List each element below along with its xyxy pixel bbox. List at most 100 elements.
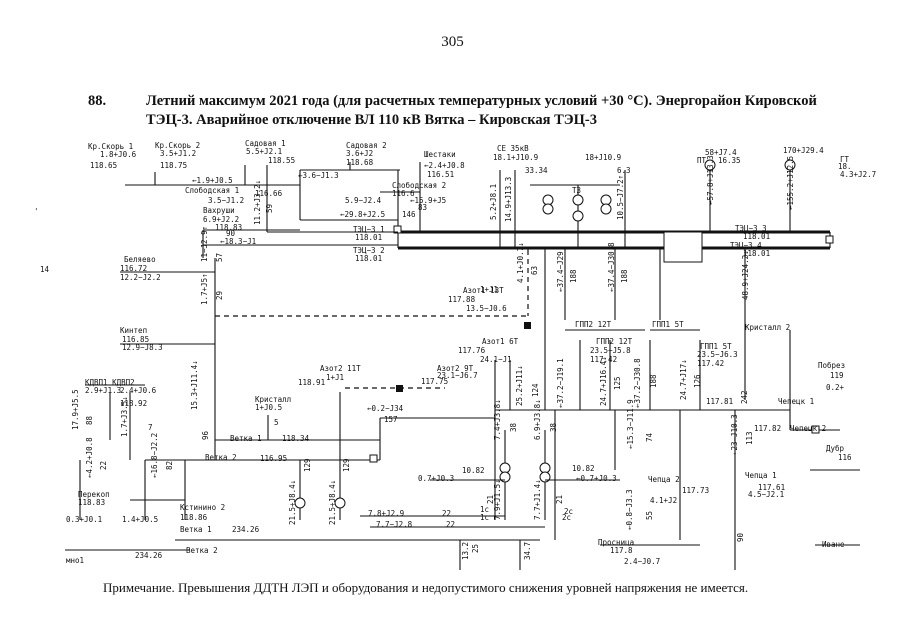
diagram-label-perekop-load: 0.3+J0.1 [66,515,102,524]
diagram-label-pct-38b: 38 [549,422,558,432]
diagram-label-prosnitsa: Просница [598,538,634,547]
diagram-label-vahrushi-load: 6.9+J2.2 [203,215,239,224]
diagram-label-tec3-1-v: 118.01 [355,233,382,242]
diagram-label-kristall2: Кристалл 2 [745,323,790,332]
diagram-label-belyaevo: Беляево [124,255,156,264]
diagram-label-flow-07-03: 0.7+J0.3 [418,474,454,483]
diagram-label-prosnitsa-load: 2.4−J0.7 [624,557,660,566]
diagram-label-pct-113: 113 [745,431,754,445]
diagram-label-pct-22c: 22 [446,520,455,529]
diagram-label-flow-372-191: ←37.2−J19.1 [556,358,565,408]
diagram-label-tec3-2-v: 118.01 [355,254,382,263]
diagram-label-se35-load: 18.1+J10.9 [493,153,538,162]
diagram-label-flow-247-17: 24.7+J17↓ [679,359,688,400]
diagram-label-flow-347: 34.7 [523,542,532,560]
diagram-label-flow-side2: ' [34,207,39,216]
page-number: 305 [441,34,464,50]
diagram-label-tec3-3-v: 118.01 [743,232,770,241]
diagram-label-v-1c: 1c [480,505,489,514]
diagram-label-pobrezh: Побрез [818,361,845,370]
diagram-label-flow-08-33: ←0.8−J3.3 [625,489,634,530]
diagram-label-v-10-82b: 10.82 [572,464,595,473]
diagram-label-slobodskaya1: Слободская 1 [185,186,239,195]
diagram-label-kristall1: Кристалл [255,395,291,404]
diagram-label-azot2-11t-v: 118.91 [298,378,325,387]
diagram-label-azot2-9t-v: 117.75 [421,377,448,386]
diagram-label-kdvp2-load: 2.4+J0.6 [120,386,157,395]
diagram-label-flow-2: ←1.9+J0.5 [192,176,233,185]
diagram-label-cheptsa2-load: 4.1+J2 [650,496,677,505]
diagram-label-gpp1-5t: ГПП1 5Т [652,320,684,329]
diagram-label-slobodskaya2: Слободская 2 [392,181,446,190]
diagram-label-mnol: мно1 [66,556,84,565]
diagram-label-flow-149-133: 14.9+J13.3 [504,177,513,222]
diagram-label-pct-21: 21 [486,495,495,504]
diagram-label-sadovaya2-load: 3.6+J2 [346,149,373,158]
diagram-label-vetka1-b: Ветка 1 [180,525,212,534]
diagram-label-t3: Т3 [572,186,581,195]
diagram-label-gt-load: 170+J29.4 [783,146,824,155]
diagram-label-pct-242: 242 [740,390,749,404]
diagram-label-pct-38: 38 [509,422,518,432]
diagram-label-kdvp-v: 118.92 [120,399,147,408]
diagram-label-pct-188a: 188 [569,269,578,283]
diagram-label-slobodskaya1-v: 116.66 [255,189,283,198]
diagram-label-tec3-3: ТЭЦ−3 3 [735,224,767,233]
diagram-label-flow-105-172: 10.5−J7.2↑ [616,175,625,220]
diagram-label-vetka2-b-v: 234.26 [135,551,163,560]
diagram-label-t3-v: 6.3 [617,166,631,175]
diagram-label-sadovaya1-v: 118.55 [268,156,295,165]
diagram-label-flow-132: 13.2 [461,542,470,560]
diagram-label-v-2c: 2c [564,507,573,516]
diagram-label-gpp2-12t-b-load: 23.5−J5.8 [590,346,631,355]
diagram-label-pct-126: 126 [693,374,702,388]
diagram-label-gt-v: 18. [838,162,852,171]
diagram-label-gpp2-12t-b-v: 117.42 [590,355,617,364]
title-line-2: ТЭЦ-3. Аварийное отключение ВЛ 110 кВ Вя… [146,112,597,128]
diagram-label-pt: ПТ [697,156,707,165]
diagram-label-pct-157: 157 [384,415,398,424]
diagram-label-flow-78-29: 7.8+J2.9 [368,509,404,518]
diagram-label-flow-153-119: ←15.3−J11.9 [626,399,635,449]
diagram-label-pt-load: 58+J7.4 [705,148,737,157]
title-line-1: Летний максимум 2021 года (для расчетных… [146,93,817,109]
diagram-label-flow-37-308: ←37.4−J30.8 [607,242,616,292]
diagram-label-flow-153-114: 15.3+J11.4↓ [190,360,199,410]
diagram-label-flow-17-3: 1.7+J3.5↓ [120,396,129,437]
diagram-label-azot1-13t-v: 117.88 [448,295,476,304]
diagram-label-dubr: Дубр [826,444,845,453]
diagram-label-vahrushi-v: 118.83 [215,223,242,232]
diagram-label-slobodskaya-pct: 59 [265,204,274,213]
diagram-label-belyaevo-v: 116.72 [120,264,147,273]
diagram-label-cheptsa1-load: 4.5−J2.1 [748,490,784,499]
diagram-label-shestaki: Шестаки [424,150,456,159]
diagram-label-perekop: Перекоп [78,490,110,499]
diagram-label-cheptsk-v: 117.82 [754,424,781,433]
diagram-label-perekop-v: 118.83 [78,498,105,507]
diagram-label-pct-74: 74 [645,432,654,442]
diagram-label-tec3-1: ТЭЦ−3 1 [353,225,385,234]
diagram-label-azot1-13t-load: 1+J1 [480,285,498,294]
diagram-label-kstinino-load: 1.4+J0.5 [122,515,158,524]
diagram-label-pct-82: 82 [165,461,174,470]
diagram-label-slobodskaya1-load: 3.5−J1.2 [208,196,244,205]
diagram-label-flow-57-33: ←57.8+J13.3 [706,155,715,205]
diagram-label-azot1-6t: Азот1 6Т [482,337,519,346]
diagram-label-pct-96: 96 [201,430,210,440]
diagram-label-belyaevo-flow: 11−J2.9↑ [200,226,209,262]
diagram-label-azot1-13t-load2: 13.5−J0.6 [466,304,507,313]
diagram-label-gpp1-5t-b-v: 117.42 [697,359,724,368]
diagram-label-flow-372-308: ←37.2−J30.8 [633,358,642,408]
diagram-label-tec3-4-v: 118.01 [743,249,770,258]
diagram-label-pct-22b: 22 [442,509,451,518]
diagram-label-vahrushi: Вахруши [203,206,235,215]
diagram-label-shestaki-v: 116.51 [427,170,454,179]
diagram-label-belyaevo-pct2: 29 [215,291,224,300]
diagram-label-kr-skor1-load: 1.8+J0.6 [100,150,137,159]
diagram-label-azot1-6t-v: 117.76 [458,346,486,355]
diagram-label-pct-125: 125 [613,376,622,390]
diagram-label-vahrushi-pct2: 90 [226,229,236,238]
diagram-label-slobodskaya2-load: 5.9−J2.4 [345,196,382,205]
diagram-label-flow-52-181: 5.2+J8.1 [489,184,498,220]
